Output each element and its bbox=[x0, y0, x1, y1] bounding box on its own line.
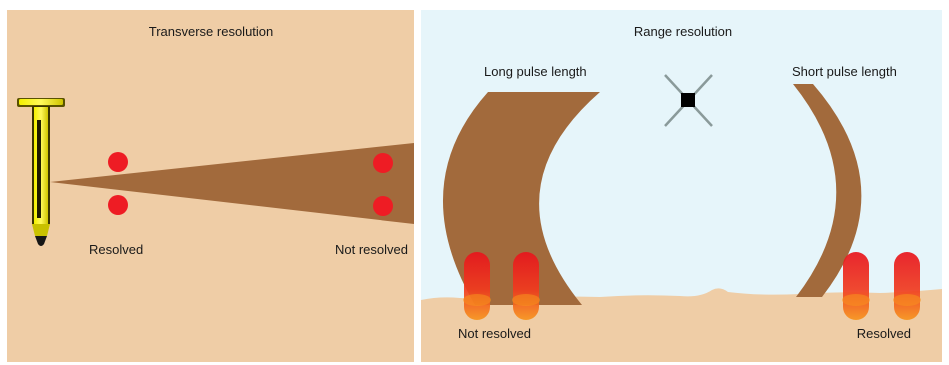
long-pulse-label: Long pulse length bbox=[484, 64, 587, 79]
transverse-resolved-label: Resolved bbox=[89, 242, 143, 257]
transverse-resolution-title: Transverse resolution bbox=[149, 24, 274, 39]
range-resolution-panel bbox=[421, 10, 942, 362]
resolved-target-top bbox=[108, 152, 128, 172]
range-not-resolved-label: Not resolved bbox=[458, 326, 531, 341]
transverse-not-resolved-label: Not resolved bbox=[335, 242, 408, 257]
resolved-target-near bbox=[842, 252, 870, 320]
not-resolved-target-top bbox=[373, 153, 393, 173]
not-resolved-target-far bbox=[512, 252, 540, 320]
resolved-target-far bbox=[893, 252, 921, 320]
transverse-resolution-panel bbox=[7, 10, 414, 362]
short-pulse-label: Short pulse length bbox=[792, 64, 897, 79]
range-resolved-label: Resolved bbox=[857, 326, 911, 341]
not-resolved-target-near bbox=[463, 252, 491, 320]
not-resolved-target-bottom bbox=[373, 196, 393, 216]
resolved-target-bottom bbox=[108, 195, 128, 215]
range-resolution-title: Range resolution bbox=[634, 24, 732, 39]
